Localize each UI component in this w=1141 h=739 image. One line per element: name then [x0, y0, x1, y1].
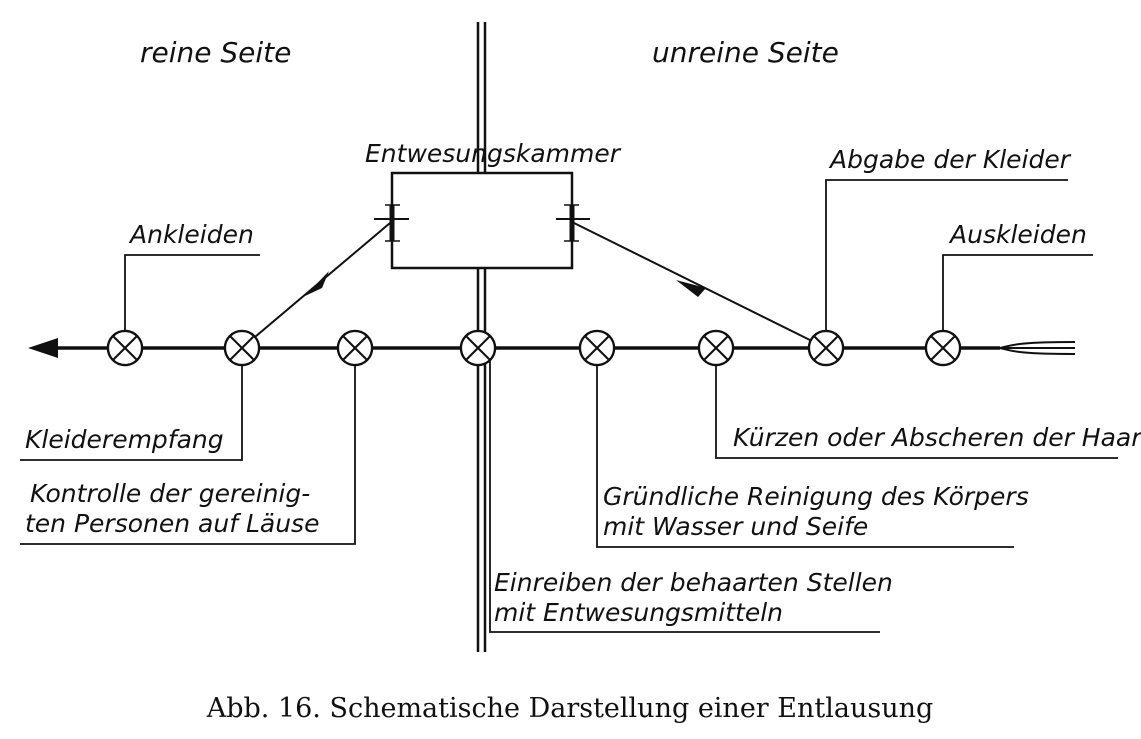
station-reinigung: [578, 329, 616, 367]
clean-side-label: reine Seite: [140, 36, 291, 69]
main-flow-line: [28, 338, 1076, 358]
station-kontrolle: [336, 329, 374, 367]
station-auskleiden: [924, 329, 962, 367]
station-kuerzen: [697, 329, 735, 367]
label-abgabe: Abgabe der Kleider: [828, 145, 1072, 174]
label-reinigung-line1: Gründliche Reinigung des Körpers: [603, 482, 1029, 511]
station-abgabe: [807, 329, 845, 367]
station-kleiderempfang: [223, 329, 261, 367]
chamber-doors: [374, 204, 590, 242]
clothes-path-out: [241, 222, 391, 349]
label-auskleiden: Auskleiden: [948, 220, 1087, 249]
label-kleiderempfang: Kleiderempfang: [25, 425, 224, 454]
leader-lines: [20, 179, 1118, 633]
exit-arrow: [28, 338, 58, 358]
disinfestation-chamber: [390, 171, 574, 270]
label-reinigung-line2: mit Wasser und Seife: [603, 512, 868, 541]
unclean-side-label: unreine Seite: [652, 36, 839, 69]
label-kontrolle-line1: Kontrolle der gereinig-: [30, 479, 310, 508]
label-einreiben-line1: Einreiben der behaarten Stellen: [494, 568, 893, 597]
label-einreiben-line2: mit Entwesungsmitteln: [494, 598, 783, 627]
figure-caption: Abb. 16. Schematische Darstellung einer …: [206, 693, 934, 724]
chamber-label: Entwesungskammer: [365, 139, 622, 168]
label-kuerzen: Kürzen oder Abscheren der Haare: [733, 423, 1141, 452]
station-ankleiden: [106, 329, 144, 367]
clothes-path-in: [573, 222, 827, 349]
station-einreiben: [459, 329, 497, 367]
label-ankleiden: Ankleiden: [128, 220, 254, 249]
label-kontrolle-line2: ten Personen auf Läuse: [25, 509, 319, 538]
